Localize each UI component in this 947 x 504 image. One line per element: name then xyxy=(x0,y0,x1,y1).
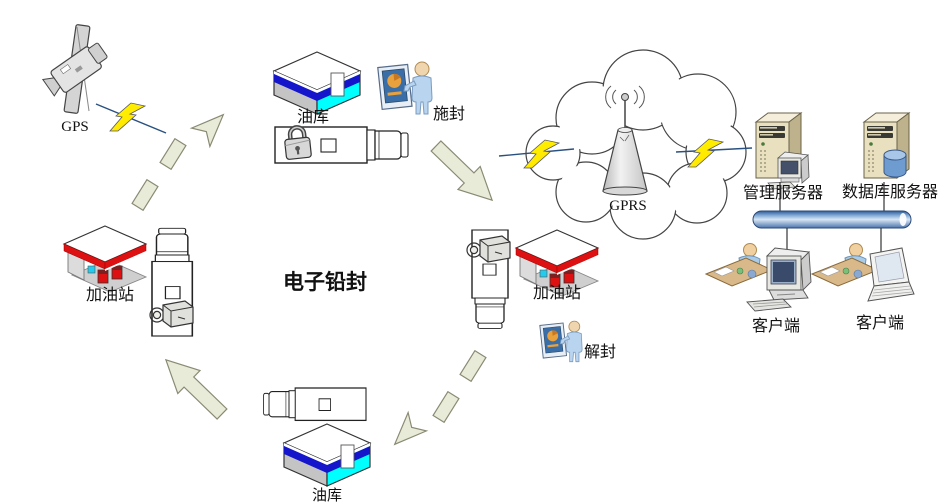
dashed-arrow-head xyxy=(190,104,234,148)
gprs-label: GPRS xyxy=(609,198,647,214)
seal-operator-icon xyxy=(377,61,433,115)
dashed-arrow-segment xyxy=(459,350,487,382)
gprs-antenna-icon xyxy=(602,85,648,196)
client-desk-person-icon xyxy=(705,243,773,287)
desktop-computer-icon xyxy=(746,247,812,312)
uplink-line-right xyxy=(675,147,753,153)
bus-highlight xyxy=(899,213,907,226)
client-laptop-label: 客户端 xyxy=(856,314,904,332)
oil-depot-bottom-icon xyxy=(283,423,371,487)
gprs-cloud xyxy=(525,49,747,240)
network-bus-bar xyxy=(752,210,912,229)
management-server-label: 管理服务器 xyxy=(743,184,823,202)
dashed-arrow-segment xyxy=(159,138,187,170)
dashed-arrow-head xyxy=(384,411,428,455)
laptop-icon xyxy=(867,247,915,302)
gps-satellite-icon xyxy=(41,24,108,114)
database-cylinder-icon xyxy=(883,149,907,178)
mini-monitor-icon xyxy=(767,151,810,190)
client-desktop-label: 客户端 xyxy=(752,317,800,335)
dashed-arrow-segment xyxy=(131,179,159,211)
gas-station-middle-label: 加油站 xyxy=(533,284,581,302)
database-server-label: 数据库服务器 xyxy=(842,183,938,201)
gas-station-left-label: 加油站 xyxy=(86,286,134,304)
gps-label: GPS xyxy=(61,119,89,135)
lightning-bolt-icon xyxy=(109,102,146,132)
diagram-title: 电子铅封 xyxy=(283,270,367,294)
unseal-label: 解封 xyxy=(584,343,616,361)
dashed-arrow-segment xyxy=(432,391,460,423)
oil-depot-top-icon xyxy=(273,51,361,115)
oil-depot-top-label: 油库 xyxy=(297,108,329,126)
solid-arrow-up-left xyxy=(154,347,234,427)
seal-label: 施封 xyxy=(433,105,465,123)
gas-station-left-icon xyxy=(63,225,147,293)
oil-depot-bottom-label: 油库 xyxy=(312,487,342,504)
unseal-operator-icon xyxy=(539,320,583,363)
client-desk-person-icon xyxy=(811,243,879,287)
solid-arrow-down-right xyxy=(424,133,504,213)
truck-unsealed-bottom-icon xyxy=(262,387,367,422)
